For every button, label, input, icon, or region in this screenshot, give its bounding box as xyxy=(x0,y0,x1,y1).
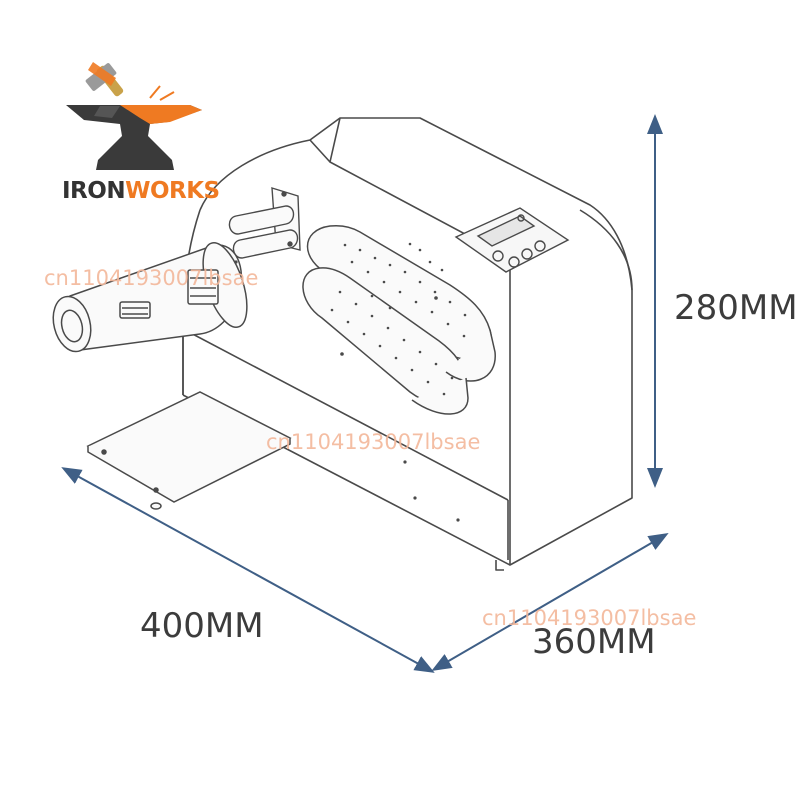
brand-text-works: WORKS xyxy=(125,178,220,204)
height-label: 280MM xyxy=(674,288,798,328)
perforation-dots xyxy=(330,242,467,396)
width-arrow xyxy=(61,467,435,673)
depth-arrow xyxy=(431,532,669,672)
dimension-arrows xyxy=(61,114,669,673)
control-panel-icon xyxy=(454,207,570,273)
hammer-icon xyxy=(85,62,124,97)
watermark-text: cn1104193007lbsae xyxy=(44,266,259,290)
front-tray xyxy=(86,391,292,510)
depth-label: 360MM xyxy=(532,622,656,662)
brand-logo-text: IRONWORKS xyxy=(62,178,220,204)
width-label: 400MM xyxy=(140,606,264,646)
watermark-text: cn1104193007lbsae xyxy=(482,606,697,630)
brand-text-iron: IRON xyxy=(62,178,126,204)
film-roller xyxy=(52,242,248,353)
watermark-text: cn1104193007lbsae xyxy=(266,430,481,454)
bracket xyxy=(228,187,301,259)
roller-plates xyxy=(302,224,496,415)
anvil-logo-icon xyxy=(66,62,202,170)
